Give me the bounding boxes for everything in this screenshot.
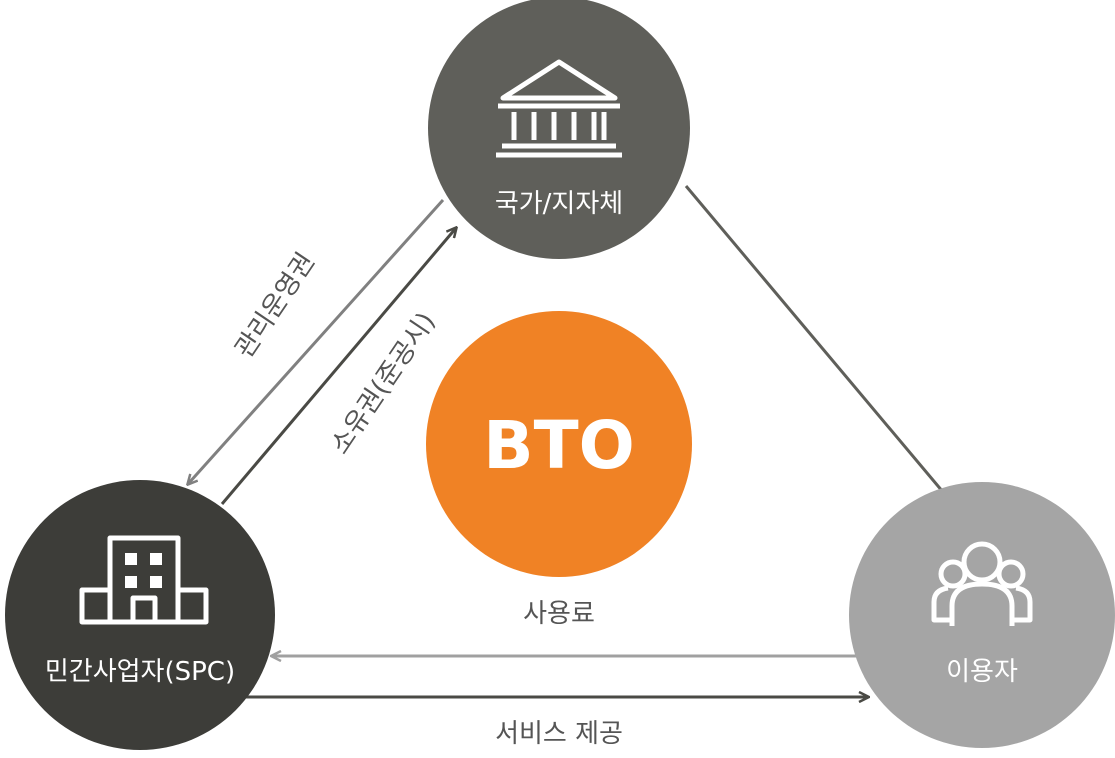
government-circle [428,0,690,259]
bto-circle [426,311,692,577]
connector-government-user [684,185,945,493]
government-label: 국가/지자체 [495,189,623,219]
office-building-icon [79,535,209,625]
service-label: 서비스 제공 [495,719,623,749]
node-private: 민간사업자(SPC) [5,480,275,750]
node-user: 이용자 [849,482,1115,748]
operation-rights-label: 관리운영권 [229,248,321,364]
arrow-ownership [220,228,456,505]
user-label: 이용자 [946,657,1018,687]
private-circle [5,480,275,750]
government-building-icon [496,59,622,158]
arrow-operation-rights [188,198,445,484]
node-government: 국가/지자체 [428,0,690,259]
center-bto: BTO [426,311,692,577]
ownership-label: 소유권(준공시) [325,307,441,460]
usage-fee-label: 사용료 [523,599,595,629]
private-label: 민간사업자(SPC) [45,657,235,687]
user-circle [849,482,1115,748]
bto-label: BTO [483,407,634,484]
users-group-icon [931,541,1033,626]
